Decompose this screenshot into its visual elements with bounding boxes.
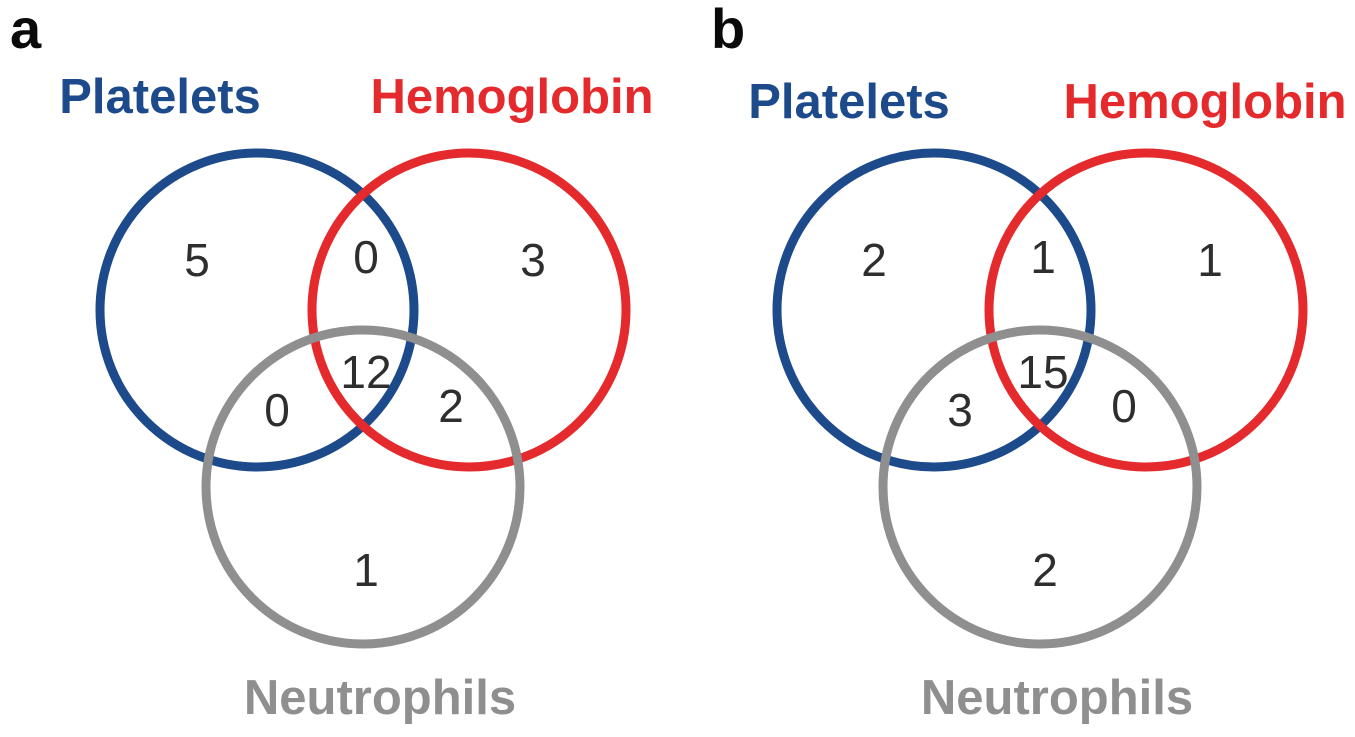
neutrophils-circle [878, 325, 1202, 649]
venn-diagram-b: Platelets Hemoglobin Neutrophils 2 1 1 1… [748, 75, 1346, 725]
count-platelets-neutrophils: 0 [264, 384, 290, 436]
count-hemoglobin-neutrophils: 0 [1111, 380, 1137, 432]
count-hemoglobin-only: 3 [520, 234, 546, 286]
count-platelets-hemoglobin: 0 [353, 231, 379, 283]
count-all-three: 12 [340, 346, 391, 398]
count-platelets-hemoglobin: 1 [1030, 231, 1056, 283]
panel-a-letter: a [10, 0, 42, 60]
hemoglobin-circle [984, 148, 1308, 472]
venn-diagram-a: Platelets Hemoglobin Neutrophils 5 0 3 1… [59, 70, 653, 725]
platelets-circle [95, 148, 419, 472]
neutrophils-circle [201, 325, 525, 649]
count-platelets-only: 2 [861, 234, 887, 286]
neutrophils-label: Neutrophils [921, 671, 1193, 725]
platelets-circle [772, 148, 1096, 472]
count-hemoglobin-neutrophils: 2 [438, 380, 464, 432]
hemoglobin-circle [307, 148, 631, 472]
count-platelets-neutrophils: 3 [947, 384, 973, 436]
count-platelets-only: 5 [184, 234, 210, 286]
count-neutrophils-only: 1 [353, 544, 379, 596]
neutrophils-label: Neutrophils [244, 671, 516, 725]
count-hemoglobin-only: 1 [1197, 234, 1223, 286]
count-neutrophils-only: 2 [1032, 544, 1058, 596]
panel-a: a Platelets Hemoglobin Neutrophils 5 0 3… [0, 0, 677, 737]
hemoglobin-label: Hemoglobin [1063, 75, 1346, 129]
hemoglobin-label: Hemoglobin [370, 70, 653, 124]
platelets-label: Platelets [59, 70, 261, 124]
count-all-three: 15 [1017, 346, 1068, 398]
platelets-label: Platelets [748, 75, 950, 129]
panel-b-letter: b [711, 0, 746, 60]
panel-b: b Platelets Hemoglobin Neutrophils 2 1 1… [677, 0, 1354, 737]
